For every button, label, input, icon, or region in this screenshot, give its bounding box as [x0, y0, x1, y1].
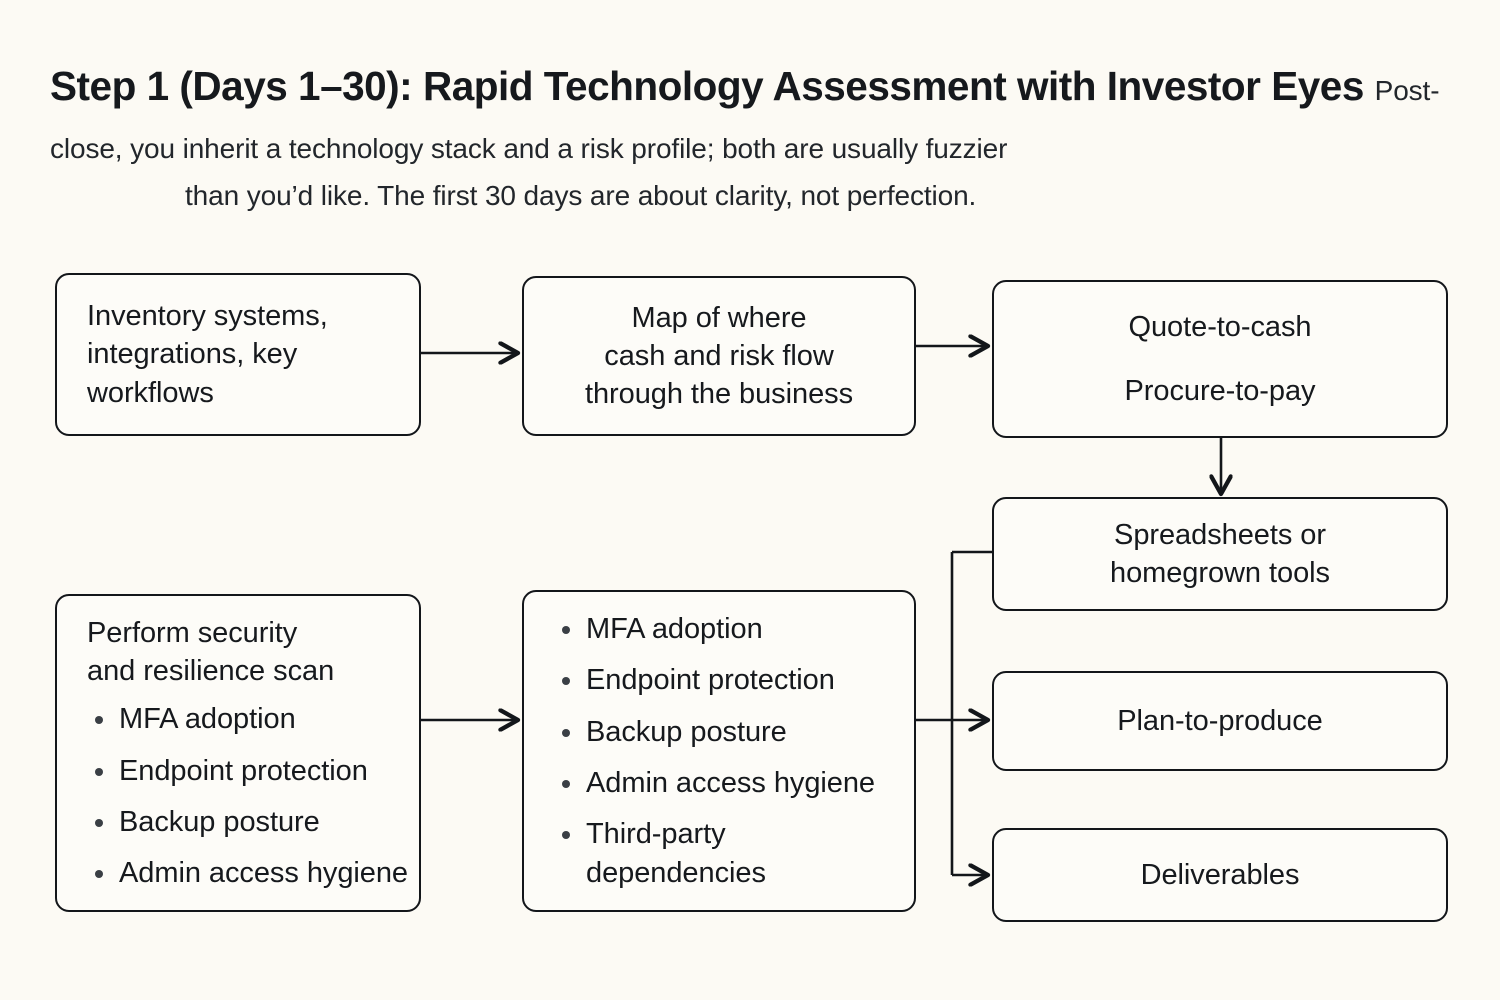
node-inventory-systems[interactable]: Inventory systems, integrations, key wor… — [55, 273, 421, 436]
node-cash-risk-map[interactable]: Map of where cash and risk flow through … — [522, 276, 916, 436]
node-deliverables-line-1: Deliverables — [1140, 858, 1300, 891]
list-item: Third-party dependencies — [554, 815, 875, 892]
bullet-label-line-1: Third-party — [586, 818, 726, 851]
page-title-text: Step 1 (Days 1–30): Rapid Technology Ass… — [50, 63, 1375, 109]
bullet-label: Backup posture — [586, 715, 787, 748]
bullet-label-line-2: dependencies — [586, 856, 766, 889]
node-inventory-line-3: workflows — [87, 376, 214, 409]
node-spreadsheets-line-1: Spreadsheets or — [1114, 518, 1326, 551]
bullet-label: Endpoint protection — [586, 664, 835, 697]
node-security-heading-line-2: and resilience scan — [87, 654, 335, 687]
list-item: MFA adoption — [87, 700, 408, 738]
node-map-line-1: Map of where — [631, 301, 807, 334]
list-item: MFA adoption — [554, 610, 875, 648]
bullet-label: Admin access hygiene — [119, 857, 408, 890]
list-item: Endpoint protection — [87, 752, 408, 790]
node-map-line-2: cash and risk flow — [604, 339, 834, 372]
page-subtitle-line1: Post-close, you inherit a technology sta… — [50, 75, 1440, 164]
node-quote-to-cash[interactable]: Quote-to-cash Procure-to-pay — [992, 280, 1448, 438]
node-security-bullet-list: MFA adoption Endpoint protection Backup … — [87, 700, 408, 892]
bullet-label: Endpoint protection — [119, 754, 368, 787]
node-security-heading: Perform security and resilience scan — [87, 614, 334, 691]
list-item: Backup posture — [554, 713, 875, 751]
node-quote-line-2: Procure-to-pay — [1124, 375, 1316, 407]
node-inventory-line-1: Inventory systems, — [87, 300, 328, 333]
page-title: Step 1 (Days 1–30): Rapid Technology Ass… — [50, 58, 1460, 216]
node-plan-line-1: Plan-to-produce — [1117, 704, 1323, 737]
node-quote-line-1: Quote-to-cash — [1128, 310, 1312, 343]
page-subtitle-line2: than you’d like. The first 30 days are a… — [185, 180, 977, 211]
list-item: Endpoint protection — [554, 661, 875, 699]
page-header: Step 1 (Days 1–30): Rapid Technology Ass… — [50, 58, 1460, 216]
list-item: Admin access hygiene — [87, 854, 408, 892]
bullet-label: Backup posture — [119, 805, 320, 838]
bullet-label: MFA adoption — [586, 613, 763, 646]
bullet-label: Admin access hygiene — [586, 767, 875, 799]
list-item: Admin access hygiene — [554, 764, 875, 802]
node-plan-to-produce[interactable]: Plan-to-produce — [992, 671, 1448, 771]
node-scan-detail[interactable]: MFA adoption Endpoint protection Backup … — [522, 590, 916, 912]
node-spreadsheets[interactable]: Spreadsheets or homegrown tools — [992, 497, 1448, 611]
node-security-resilience-scan[interactable]: Perform security and resilience scan MFA… — [55, 594, 421, 912]
node-deliverables[interactable]: Deliverables — [992, 828, 1448, 922]
bullet-label: MFA adoption — [119, 703, 296, 736]
node-scan-detail-bullet-list: MFA adoption Endpoint protection Backup … — [554, 610, 875, 892]
node-map-line-3: through the business — [584, 378, 854, 411]
node-security-heading-line-1: Perform security — [87, 616, 298, 649]
node-spreadsheets-line-2: homegrown tools — [1110, 557, 1330, 589]
list-item: Backup posture — [87, 803, 408, 841]
node-inventory-line-2: integrations, key — [87, 338, 298, 371]
